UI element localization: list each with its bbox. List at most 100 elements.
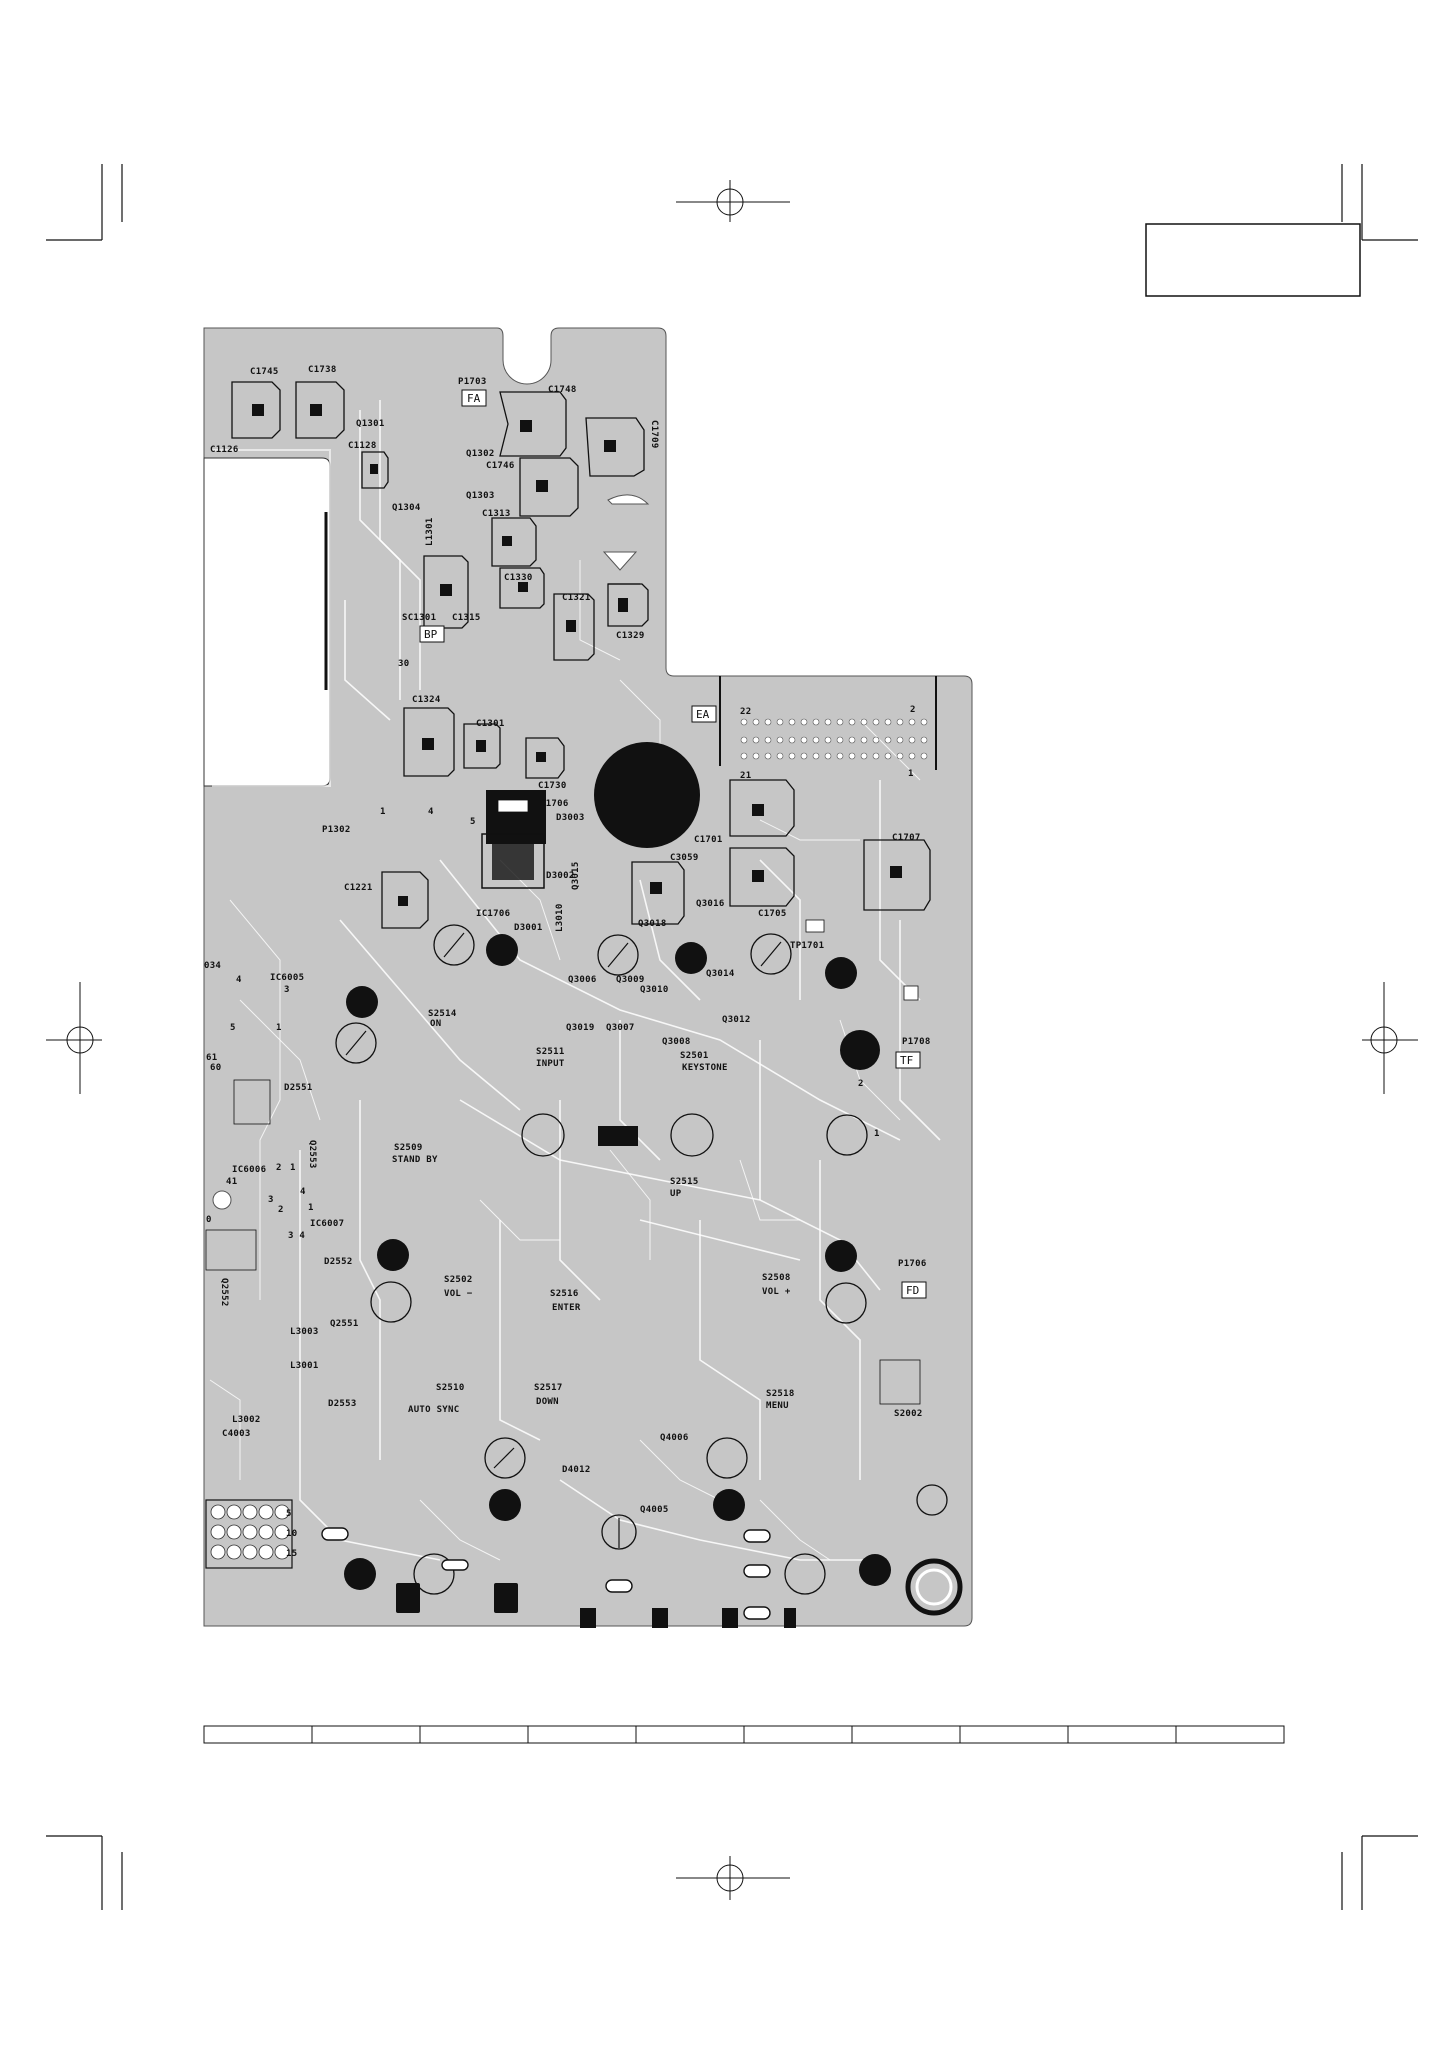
label-q2551: Q2551 — [330, 1319, 359, 1329]
tag-tf: TF — [900, 1054, 913, 1067]
label-c1746: C1746 — [486, 461, 515, 471]
label-sc1301: SC1301 — [402, 613, 436, 623]
label-15: 15 — [286, 1549, 297, 1559]
small-components — [205, 799, 921, 1569]
label-2d: 2 — [278, 1205, 284, 1215]
label-s2514: S2514 — [428, 1009, 457, 1019]
label-s2515: S2515 — [670, 1177, 699, 1187]
label-input: INPUT — [536, 1059, 565, 1069]
label-p1708: P1708 — [902, 1037, 931, 1047]
registration-target-left — [46, 982, 102, 1094]
label-c1330: C1330 — [504, 573, 533, 583]
label-s2516: S2516 — [550, 1289, 579, 1299]
label-61: 61 — [206, 1053, 217, 1063]
capacitors — [231, 381, 931, 929]
label-3a: 3 — [284, 985, 290, 995]
label-c1730: C1730 — [538, 781, 567, 791]
label-q3012: Q3012 — [722, 1015, 751, 1025]
label-c1707: C1707 — [892, 833, 921, 843]
label-q3008: Q3008 — [662, 1037, 691, 1047]
label-s2511: S2511 — [536, 1047, 565, 1057]
label-s2510: S2510 — [436, 1383, 465, 1393]
label-c1748: C1748 — [548, 385, 577, 395]
label-d2551: D2551 — [284, 1083, 313, 1093]
label-s2002: S2002 — [894, 1409, 923, 1419]
label-d3001: D3001 — [514, 923, 543, 933]
label-5c: 5 — [286, 1509, 292, 1519]
label-q3006: Q3006 — [568, 975, 597, 985]
arc-marker — [607, 494, 650, 505]
label-q1302: Q1302 — [466, 449, 495, 459]
label-q4006: Q4006 — [660, 1433, 689, 1443]
registration-target-bottom — [676, 1856, 790, 1900]
label-c1701: C1701 — [694, 835, 723, 845]
connector-tags: FA BP EA TF FD — [419, 389, 927, 1299]
label-volp: VOL + — [762, 1287, 791, 1297]
label-c1313: C1313 — [482, 509, 511, 519]
label-d2553: D2553 — [328, 1399, 357, 1409]
triangle-marker — [602, 551, 638, 571]
crop-marks — [46, 164, 1418, 1910]
label-5b: 5 — [230, 1023, 236, 1033]
mounting-holes — [344, 742, 891, 1590]
label-1e: 1 — [290, 1163, 296, 1173]
label-4a: 4 — [428, 807, 434, 817]
label-q3007: Q3007 — [606, 1023, 635, 1033]
label-2c: 2 — [276, 1163, 282, 1173]
label-c1738: C1738 — [308, 365, 337, 375]
pill-pads — [321, 1527, 771, 1620]
label-d3002: D3002 — [546, 871, 575, 881]
label-q2553: Q2553 — [307, 1140, 317, 1169]
label-p1302: P1302 — [322, 825, 351, 835]
label-ic1706: IC1706 — [476, 909, 510, 919]
label-1a: 1 — [908, 769, 914, 779]
label-d3003: D3003 — [556, 813, 585, 823]
label-5a: 5 — [470, 817, 476, 827]
label-60: 60 — [210, 1063, 221, 1073]
tag-fa: FA — [467, 392, 481, 405]
label-on: ON — [430, 1019, 441, 1029]
label-l3003: L3003 — [290, 1327, 319, 1337]
label-s2518: S2518 — [766, 1389, 795, 1399]
label-q4005: Q4005 — [640, 1505, 669, 1515]
tag-bp: BP — [424, 628, 438, 641]
label-q3018: Q3018 — [638, 919, 667, 929]
label-c1709: C1709 — [649, 420, 659, 449]
label-q1303: Q1303 — [466, 491, 495, 501]
label-3b: 3 — [268, 1195, 274, 1205]
label-menu: MENU — [766, 1401, 789, 1411]
label-c1221: C1221 — [344, 883, 373, 893]
label-c1705: C1705 — [758, 909, 787, 919]
bottom-grid-strip — [203, 1725, 1285, 1744]
reference-labels: C1745 C1738 C1126 Q1301 C1128 P1703 C174… — [204, 365, 931, 1559]
label-d1706: D1706 — [540, 799, 569, 809]
label-s2508: S2508 — [762, 1273, 791, 1283]
switch-outlines — [335, 924, 963, 1616]
label-1b: 1 — [380, 807, 386, 817]
label-q3019: Q3019 — [566, 1023, 595, 1033]
label-c3059: C3059 — [670, 853, 699, 863]
label-c4003: C4003 — [222, 1429, 251, 1439]
label-22: 22 — [740, 707, 751, 717]
label-4c: 4 — [300, 1187, 306, 1197]
label-21: 21 — [740, 771, 751, 781]
mounting-pad-left — [212, 1190, 232, 1210]
label-30: 30 — [398, 659, 409, 669]
label-d2552: D2552 — [324, 1257, 353, 1267]
label-2b: 2 — [858, 1079, 864, 1089]
label-c1126: C1126 — [210, 445, 239, 455]
label-34: 3 4 — [288, 1231, 305, 1241]
registration-target-right — [1362, 982, 1418, 1094]
label-d4012: D4012 — [562, 1465, 591, 1475]
label-s2502: S2502 — [444, 1275, 473, 1285]
label-c1301: C1301 — [476, 719, 505, 729]
label-q3010: Q3010 — [640, 985, 669, 995]
page-tab-box — [1145, 223, 1361, 297]
label-l3010: L3010 — [555, 903, 565, 932]
label-10: 10 — [286, 1529, 297, 1539]
connector-15pin — [210, 1504, 290, 1560]
label-q2552: Q2552 — [219, 1278, 229, 1307]
label-up: UP — [670, 1189, 682, 1199]
ea-marks — [719, 676, 937, 770]
label-l3001: L3001 — [290, 1361, 319, 1371]
